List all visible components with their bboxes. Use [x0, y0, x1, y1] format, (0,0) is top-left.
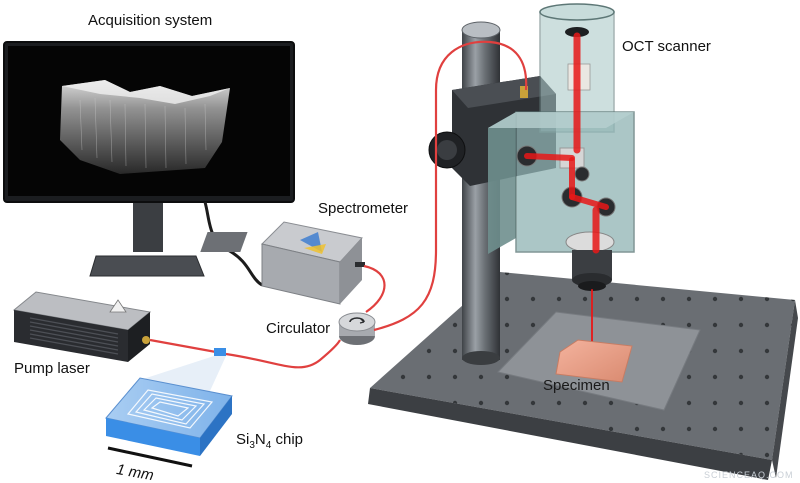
label-oct-scanner: OCT scanner [622, 38, 711, 55]
table-front-side [368, 388, 772, 480]
pump-laser [12, 291, 152, 362]
label-acquisition-system: Acquisition system [88, 12, 213, 29]
monitor-stand-neck [133, 200, 163, 252]
optical-fibers [149, 40, 528, 369]
oct-volume-render [60, 80, 230, 174]
label-chip: Si3N4 chip [236, 431, 303, 451]
chip-coupler [214, 348, 226, 356]
fiber-chip-to-circulator [225, 339, 341, 369]
monitor [3, 41, 295, 287]
table-right-side [772, 300, 798, 478]
chip-text-sub4: 4 [265, 440, 272, 451]
chip-text-si: Si [236, 431, 250, 448]
label-spectrometer: Spectrometer [318, 200, 409, 217]
scanner-box-side [488, 112, 516, 254]
laser-beams [524, 32, 609, 343]
fiber-pump-to-chip [149, 338, 217, 354]
chip-text-sub3: 3 [249, 440, 255, 451]
focus-knob-inner [437, 140, 457, 160]
monitor-stand-base [89, 255, 205, 277]
scanner-mirror-4 [574, 166, 590, 182]
label-specimen: Specimen [543, 377, 610, 394]
label-circulator: Circulator [266, 320, 331, 337]
fiber-circulator-to-spectrometer [363, 264, 386, 313]
chip-zoom [105, 356, 233, 468]
chip-text-suffix: chip [271, 431, 303, 448]
fiber-circulator-to-scanner [373, 40, 528, 332]
laser-warning-triangle [109, 299, 127, 313]
scale-bar [107, 446, 193, 468]
label-pump-laser: Pump laser [14, 360, 90, 377]
spectrometer [200, 221, 365, 305]
chip-text-n: N [254, 431, 266, 448]
specimen-tissue [555, 339, 633, 383]
watermark: SCIENCEAQ.COM [704, 470, 794, 480]
chip-front [106, 418, 200, 456]
circulator [338, 312, 376, 345]
